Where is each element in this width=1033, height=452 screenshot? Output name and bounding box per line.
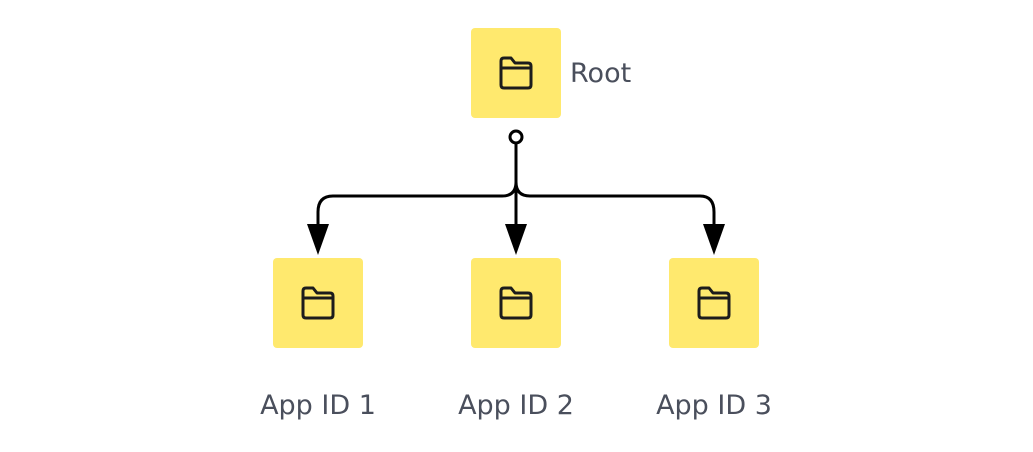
connector-branch-left [316,181,518,228]
child-node-tile-app-1[interactable] [273,258,363,348]
child-node-label-app-2: App ID 2 [458,390,574,421]
root-node-tile[interactable] [471,28,561,118]
folder-icon [697,286,731,320]
arrowhead-app-1 [307,224,329,255]
folder-icon [499,56,533,90]
child-node-label-app-1: App ID 1 [260,390,376,421]
child-node-label-app-3: App ID 3 [656,390,772,421]
connector-branch-right [514,181,716,228]
arrowhead-app-2 [505,224,527,255]
root-node-label: Root [570,58,632,89]
folder-icon [499,286,533,320]
connector-origin-dot [508,129,524,145]
child-node-tile-app-2[interactable] [471,258,561,348]
folder-icon [301,286,335,320]
arrowhead-app-3 [703,224,725,255]
child-node-tile-app-3[interactable] [669,258,759,348]
